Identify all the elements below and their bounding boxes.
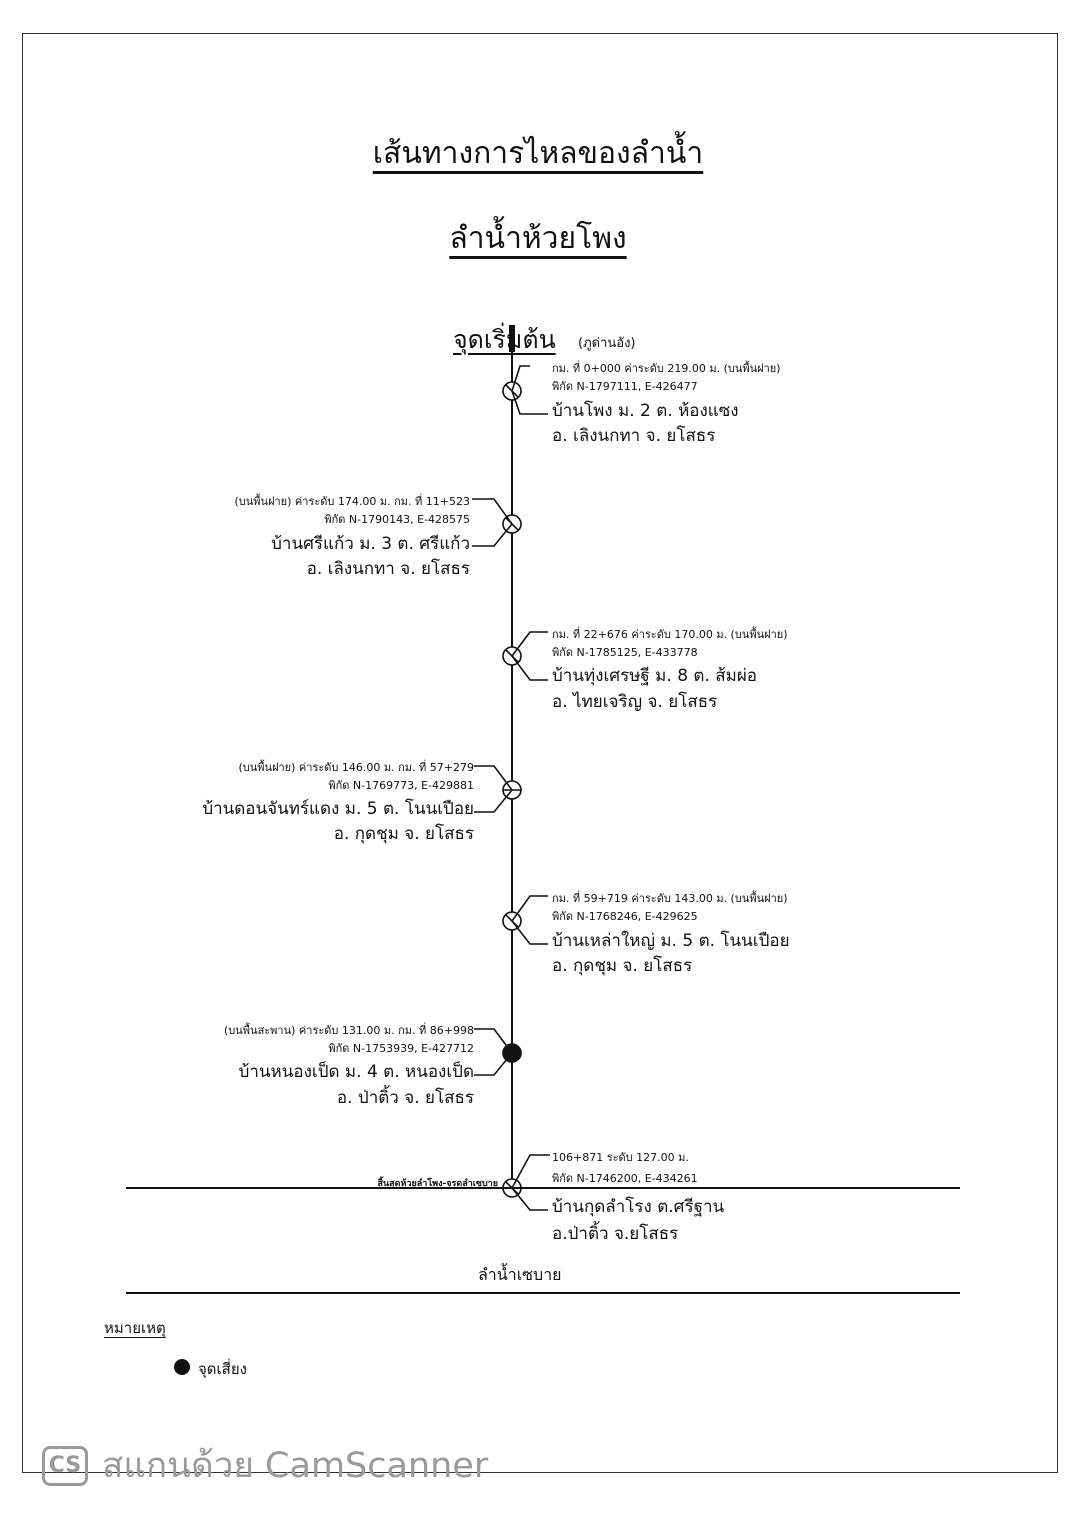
station-7-coords: พิกัด N-1746200, E-434261 [552, 1172, 698, 1185]
station-3-chainage: กม. ที่ 22+676 ค่าระดับ 170.00 ม. (บนพื้… [552, 628, 788, 641]
station-3-district: อ. ไทยเจริญ จ. ยโสธร [552, 692, 718, 712]
station-4-coords: พิกัด N-1769773, E-429881 [328, 779, 474, 792]
station-marker-5 [502, 895, 548, 945]
station-marker-6 [474, 1028, 522, 1076]
station-4-village: บ้านดอนจันทร์แดง ม. 5 ต. โนนเปือย [202, 799, 474, 819]
station-6-district: อ. ป่าติ้ว จ. ยโสธร [336, 1088, 474, 1108]
station-marker-4 [474, 765, 522, 813]
station-3-coords: พิกัด N-1785125, E-433778 [552, 646, 698, 659]
station-5-chainage: กม. ที่ 59+719 ค่าระดับ 143.00 ม. (บนพื้… [552, 892, 788, 905]
station-1-chainage: กม. ที่ 0+000 ค่าระดับ 219.00 ม. (บนพื้น… [552, 362, 781, 375]
station-6-chainage: (บนพื้นสะพาน) ค่าระดับ 131.00 ม. กม. ที่… [224, 1024, 474, 1037]
station-6-coords: พิกัด N-1753939, E-427712 [328, 1042, 474, 1055]
station-3-village: บ้านทุ่งเศรษฐี ม. 8 ต. ส้มผ่อ [552, 666, 758, 686]
start-note: (ภูด่านอัง) [578, 336, 636, 351]
station-2-chainage: (บนพื้นฝาย) ค่าระดับ 174.00 ม. กม. ที่ 1… [234, 495, 471, 508]
station-marker-1 [502, 365, 548, 415]
camscanner-logo-icon: CS [42, 1445, 88, 1486]
station-1-village: บ้านโพง ม. 2 ต. ห้องแซง [552, 401, 739, 421]
station-2-district: อ. เลิงนกทา จ. ยโสธร [306, 559, 470, 579]
watermark-text: สแกนด้วย CamScanner [102, 1446, 489, 1486]
station-marker-2 [472, 498, 522, 547]
station-7-chainage: 106+871 ระดับ 127.00 ม. [552, 1151, 689, 1164]
diagram-title: เส้นทางการไหลของลำน้ำ [372, 136, 704, 171]
start-label: จุดเริ่มต้น [453, 325, 556, 354]
legend-title: หมายเหตุ [104, 1319, 166, 1337]
station-2-village: บ้านศรีแก้ว ม. 3 ต. ศรีแก้ว [271, 534, 470, 554]
camscanner-watermark: CS สแกนด้วย CamScanner [42, 1438, 488, 1493]
end-label: สิ้นสุดห้วยลำโพง-จรดลำเซบาย [377, 1179, 498, 1189]
station-1-coords: พิกัด N-1797111, E-426477 [552, 380, 698, 393]
station-7-village: บ้านกุดลำโรง ต.ศรีฐาน [552, 1197, 725, 1217]
diagram-subtitle: ลำน้ำห้วยโพง [449, 221, 627, 256]
legend-risk-dot [174, 1359, 190, 1375]
station-1-district: อ. เลิงนกทา จ. ยโสธร [552, 426, 716, 446]
legend-risk-label: จุดเสี่ยง [198, 1360, 247, 1378]
station-5-coords: พิกัด N-1768246, E-429625 [552, 910, 698, 923]
station-4-chainage: (บนพื้นฝาย) ค่าระดับ 146.00 ม. กม. ที่ 5… [238, 761, 475, 774]
page-frame [22, 33, 1058, 1473]
station-marker-7 [502, 1154, 550, 1211]
station-6-village: บ้านหนองเป็ด ม. 4 ต. หนองเป็ด [238, 1062, 474, 1082]
station-5-district: อ. กุดชุม จ. ยโสธร [552, 956, 693, 976]
station-4-district: อ. กุดชุม จ. ยโสธร [333, 824, 474, 844]
station-2-coords: พิกัด N-1790143, E-428575 [324, 513, 470, 526]
station-marker-3 [502, 631, 548, 681]
river-label: ลำน้ำเซบาย [478, 1265, 562, 1284]
station-5-village: บ้านเหล่าใหญ่ ม. 5 ต. โนนเปือย [552, 931, 790, 951]
station-7-district: อ.ป่าติ้ว จ.ยโสธร [552, 1224, 679, 1244]
